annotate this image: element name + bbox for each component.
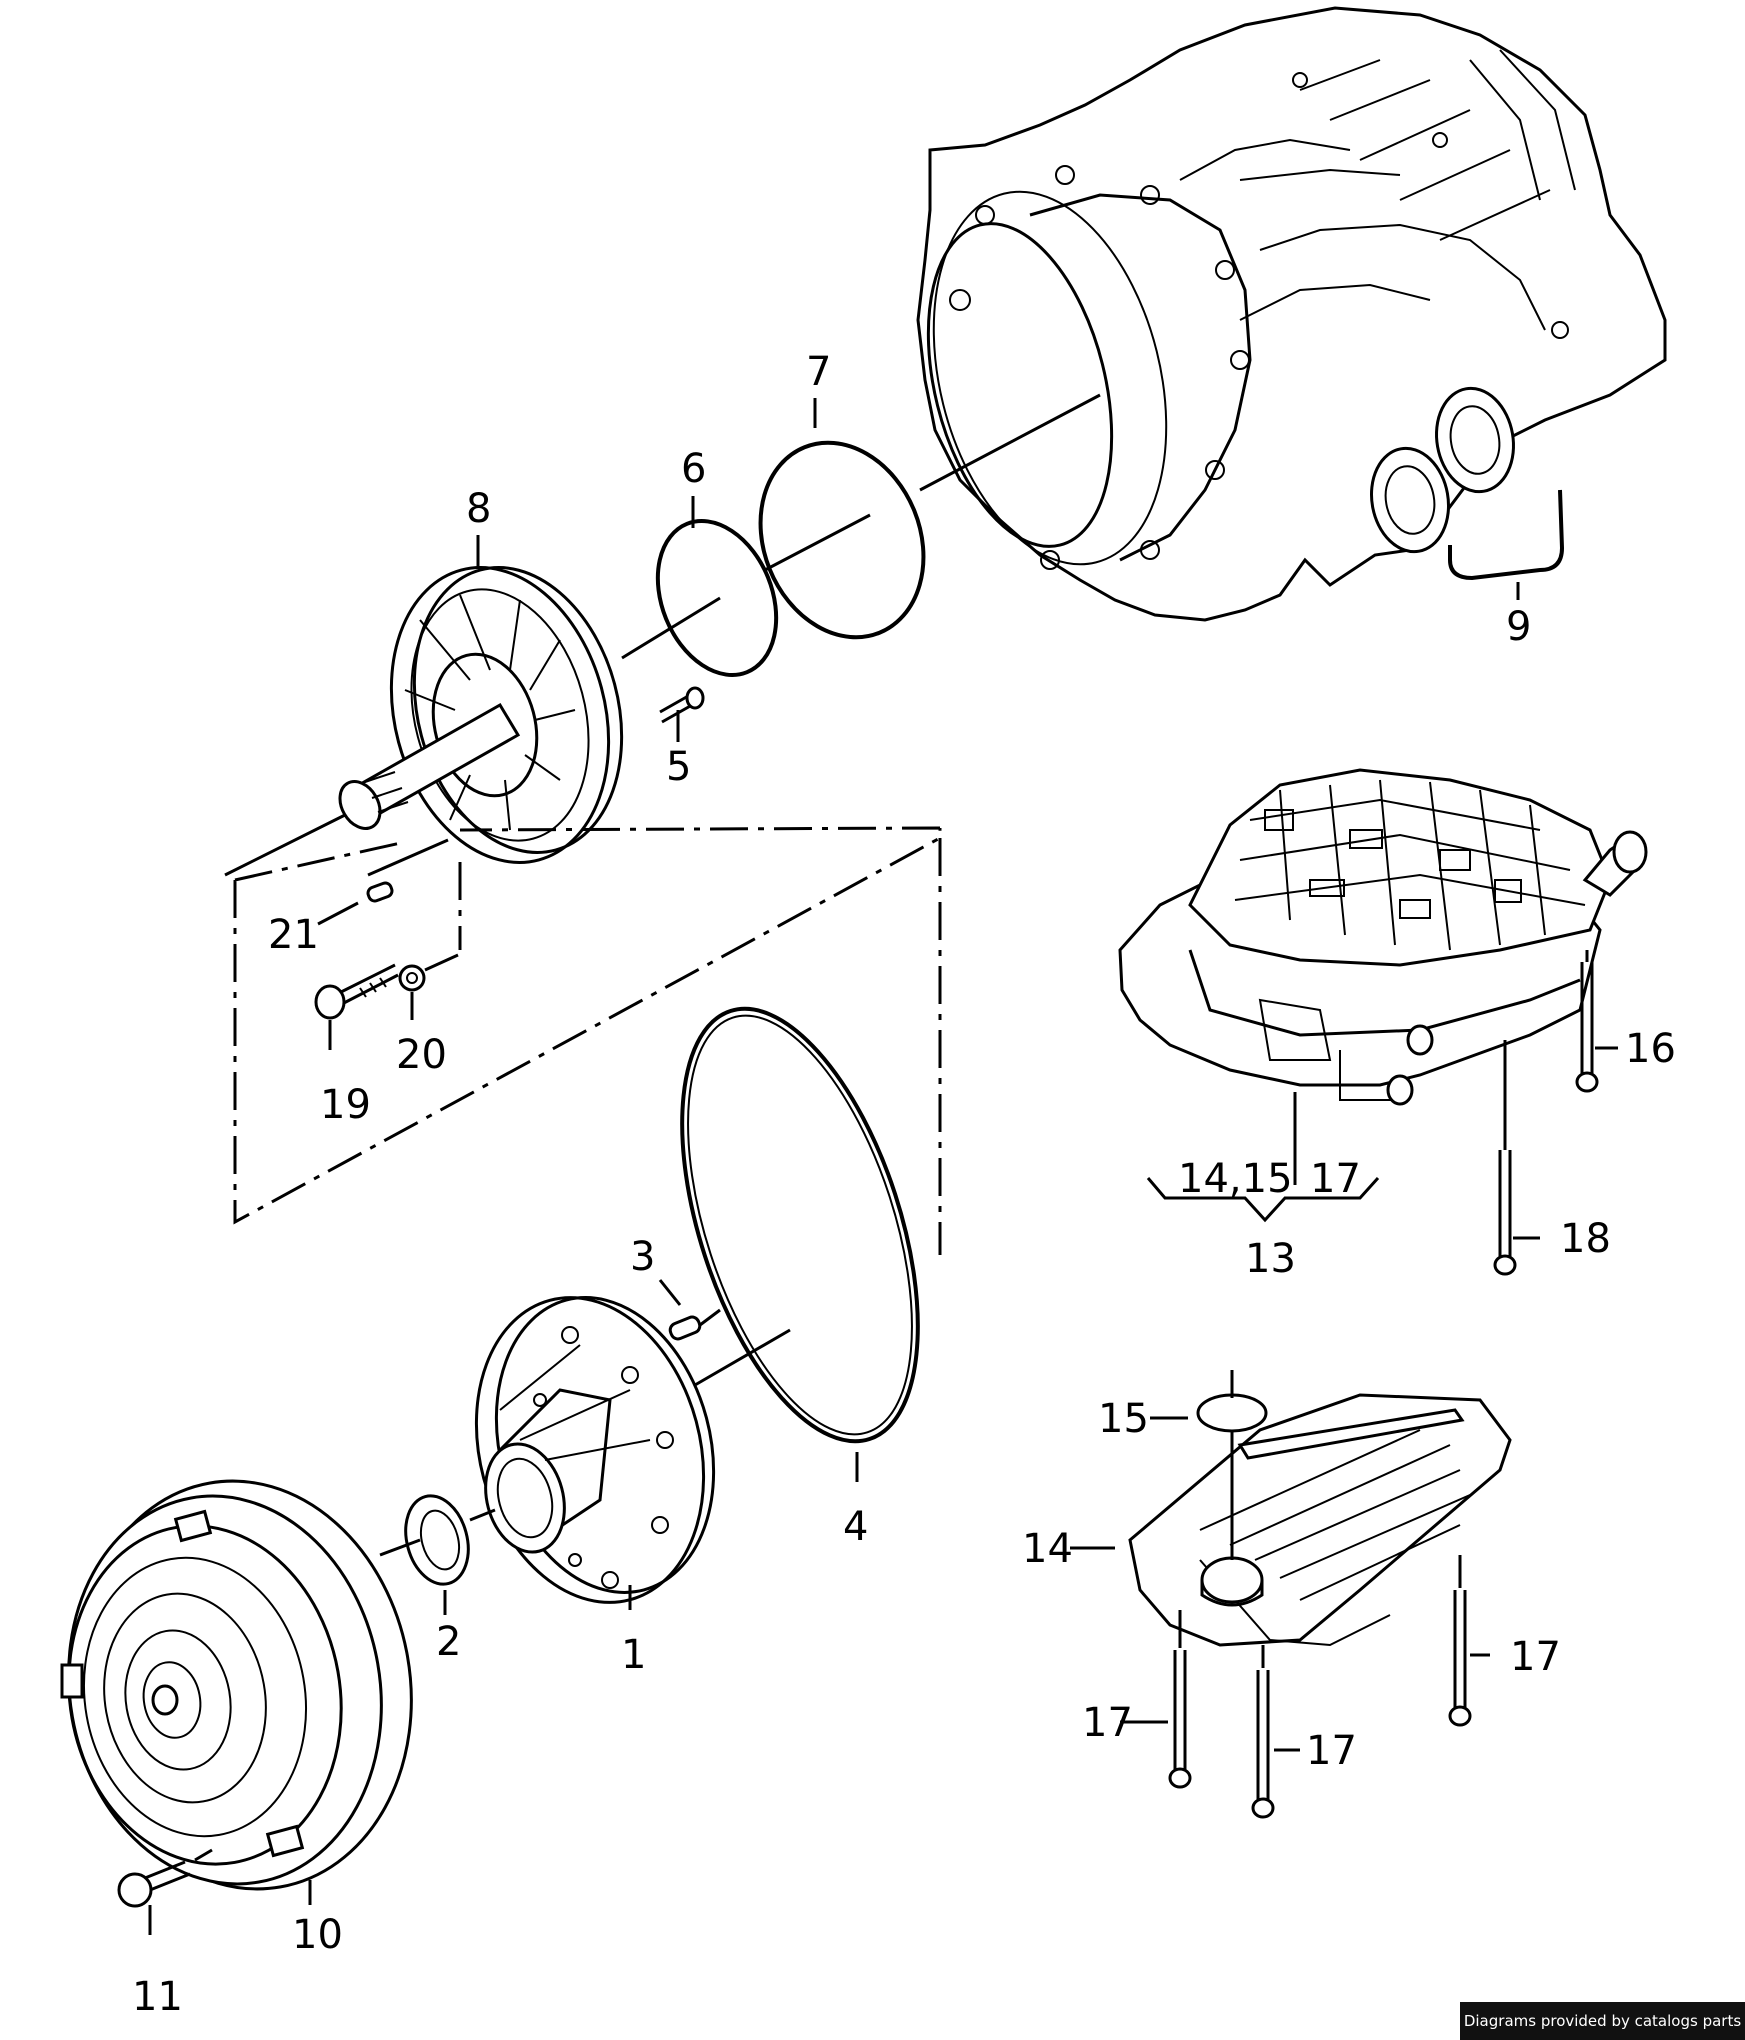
assembly-boundary xyxy=(233,826,942,1255)
seal-2 xyxy=(404,1494,470,1586)
label-part-18: 18 xyxy=(1560,1216,1611,1262)
label-part-11: 11 xyxy=(132,1974,183,2020)
label-part-13: 13 xyxy=(1245,1236,1296,1282)
label-part-19: 19 xyxy=(320,1082,371,1128)
bolt-19 xyxy=(314,963,399,1020)
label-part-3: 3 xyxy=(630,1234,655,1280)
o-ring-7 xyxy=(758,440,926,640)
filter-15 xyxy=(1196,1393,1268,1433)
label-part-7: 7 xyxy=(806,349,831,395)
o-ring-6 xyxy=(655,519,779,677)
bolt-17-b xyxy=(1251,1670,1275,1819)
label-part-5: 5 xyxy=(666,744,691,790)
label-part-17-a: 17 xyxy=(1082,1700,1133,1746)
label-part-8: 8 xyxy=(466,486,491,532)
label-part-15: 15 xyxy=(1098,1396,1149,1442)
label-part-6: 6 xyxy=(681,446,706,492)
label-part-4: 4 xyxy=(843,1504,868,1550)
washer-20 xyxy=(398,964,426,992)
label-part-20: 20 xyxy=(396,1032,447,1078)
valve-body-13 xyxy=(1118,768,1648,1106)
credit-footer: Diagrams provided by catalogs parts xyxy=(1460,2002,1745,2040)
o-ring-4 xyxy=(680,1006,920,1444)
torque-converter-10 xyxy=(60,1479,413,1891)
label-part-1: 1 xyxy=(621,1632,646,1678)
label-part-21: 21 xyxy=(268,912,319,958)
label-part-17-top: 17 xyxy=(1310,1156,1361,1202)
label-part-16: 16 xyxy=(1625,1026,1676,1072)
label-part-10: 10 xyxy=(292,1912,343,1958)
label-part-2: 2 xyxy=(436,1619,461,1665)
bolt-17-c xyxy=(1448,1590,1472,1727)
oil-pump-8 xyxy=(338,566,624,864)
label-part-14-15: 14,15 xyxy=(1178,1156,1293,1202)
label-part-14: 14 xyxy=(1022,1526,1073,1572)
bolt-17-a xyxy=(1168,1650,1192,1789)
pin-3 xyxy=(668,1315,702,1341)
bolt-11 xyxy=(117,1860,191,1908)
label-part-9: 9 xyxy=(1506,604,1531,650)
bolt-16 xyxy=(1575,962,1599,1093)
leader-lines xyxy=(148,393,1618,1935)
pin-21 xyxy=(366,881,394,903)
oil-pan-14 xyxy=(1128,1393,1512,1647)
label-part-17-b: 17 xyxy=(1306,1728,1357,1774)
label-part-17-c: 17 xyxy=(1510,1634,1561,1680)
bolt-18 xyxy=(1493,1150,1517,1276)
pump-housing-1 xyxy=(474,1296,716,1604)
bolt-5 xyxy=(659,686,705,724)
transmission-housing xyxy=(916,6,1667,622)
